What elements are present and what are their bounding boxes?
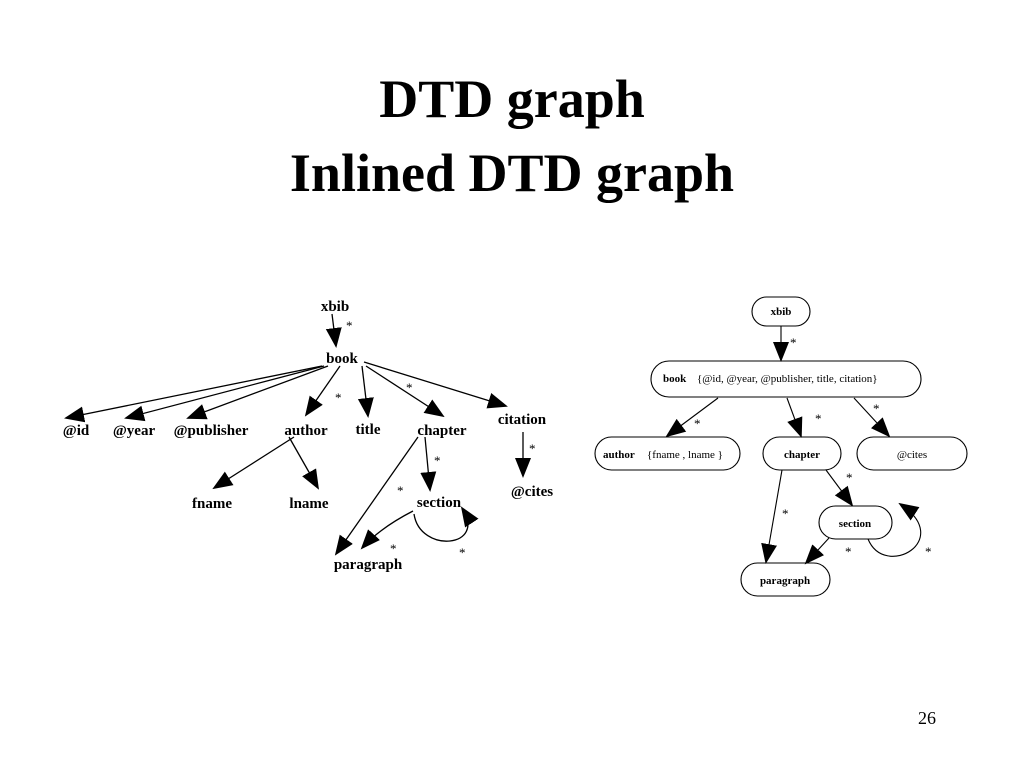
edge-section-paragraph xyxy=(360,510,414,550)
inlined-edge-book-cites xyxy=(853,397,891,438)
dtd-node-publisher: @publisher xyxy=(174,423,249,439)
dtd-node-id: @id xyxy=(63,423,90,439)
inlined-edge-book-chapter xyxy=(786,397,803,438)
title-line-1: DTD graph xyxy=(379,69,645,129)
edge-section-self-loop xyxy=(413,506,479,542)
inlined-label-book-attrs: {@id, @year, @publisher, title, citation… xyxy=(697,373,878,385)
dtd-star-book-chapter: * xyxy=(406,380,413,395)
dtd-node-section: section xyxy=(417,495,462,511)
edge-book-chapter xyxy=(365,365,445,418)
dtd-star-citation-cites: * xyxy=(529,441,536,456)
dtd-node-xbib: xbib xyxy=(321,299,349,315)
edge-chapter-paragraph xyxy=(334,436,419,556)
dtd-node-book: book xyxy=(326,351,358,367)
dtd-node-year: @year xyxy=(113,423,156,439)
inlined-graph-labels: xbib book {@id, @year, @publisher, title… xyxy=(603,306,932,587)
inlined-label-paragraph: paragraph xyxy=(760,575,810,587)
dtd-star-section-paragraph: * xyxy=(390,541,397,556)
inlined-star-section-paragraph: * xyxy=(845,544,852,559)
dtd-node-chapter: chapter xyxy=(417,423,466,439)
edge-book-publisher xyxy=(186,365,329,420)
inlined-graph xyxy=(594,296,968,597)
inlined-edge-section-paragraph xyxy=(804,537,830,565)
inlined-label-xbib: xbib xyxy=(771,306,792,318)
inlined-edge-chapter-paragraph xyxy=(761,469,783,564)
dtd-node-author: author xyxy=(284,423,328,439)
dtd-star-section-loop: * xyxy=(459,545,466,560)
page-number: 26 xyxy=(918,708,936,728)
dtd-node-lname: lname xyxy=(289,496,329,512)
dtd-graph xyxy=(64,313,531,556)
edge-author-fname xyxy=(212,436,295,490)
inlined-star-book-cites: * xyxy=(873,401,880,416)
dtd-node-cites: @cites xyxy=(511,484,553,500)
edge-author-lname xyxy=(288,436,319,490)
inlined-node-cites xyxy=(856,436,968,471)
dtd-star-xbib-book: * xyxy=(346,318,353,333)
edge-xbib-book xyxy=(325,313,342,348)
inlined-label-book: book xyxy=(663,373,687,385)
inlined-edge-book-author xyxy=(665,397,719,438)
dtd-node-paragraph: paragraph xyxy=(334,557,403,573)
inlined-star-book-chapter: * xyxy=(815,411,822,426)
dtd-node-title: title xyxy=(356,422,381,438)
inlined-edge-chapter-section xyxy=(825,469,854,507)
edge-book-id xyxy=(64,365,323,423)
edge-book-year xyxy=(124,365,325,422)
inlined-label-author: author xyxy=(603,449,635,461)
edge-book-author xyxy=(304,365,341,417)
dtd-node-citation: citation xyxy=(498,412,547,428)
dtd-node-fname: fname xyxy=(192,496,232,512)
inlined-star-section-loop: * xyxy=(925,544,932,559)
inlined-label-chapter: chapter xyxy=(784,449,820,461)
dtd-graph-labels: xbib book @id @year @publisher author ti… xyxy=(63,299,554,573)
edge-book-title xyxy=(357,365,374,418)
inlined-star-xbib-book: * xyxy=(790,335,797,350)
inlined-star-chapter-section: * xyxy=(846,470,853,485)
inlined-label-section: section xyxy=(839,518,871,530)
inlined-node-section xyxy=(818,505,893,540)
inlined-star-book-author: * xyxy=(694,416,701,431)
dtd-star-chapter-paragraph: * xyxy=(397,483,404,498)
inlined-label-cites: @cites xyxy=(897,449,927,461)
edge-book-citation xyxy=(363,361,508,409)
dtd-star-chapter-section: * xyxy=(434,453,441,468)
edge-chapter-section xyxy=(420,436,437,492)
inlined-star-chapter-paragraph: * xyxy=(782,506,789,521)
title-line-2: Inlined DTD graph xyxy=(289,143,735,203)
inlined-node-paragraph xyxy=(740,562,831,597)
inlined-label-author-attrs: {fname , lname } xyxy=(647,449,723,461)
dtd-star-book-author: * xyxy=(335,390,342,405)
inlined-edge-section-self-loop xyxy=(867,502,922,557)
